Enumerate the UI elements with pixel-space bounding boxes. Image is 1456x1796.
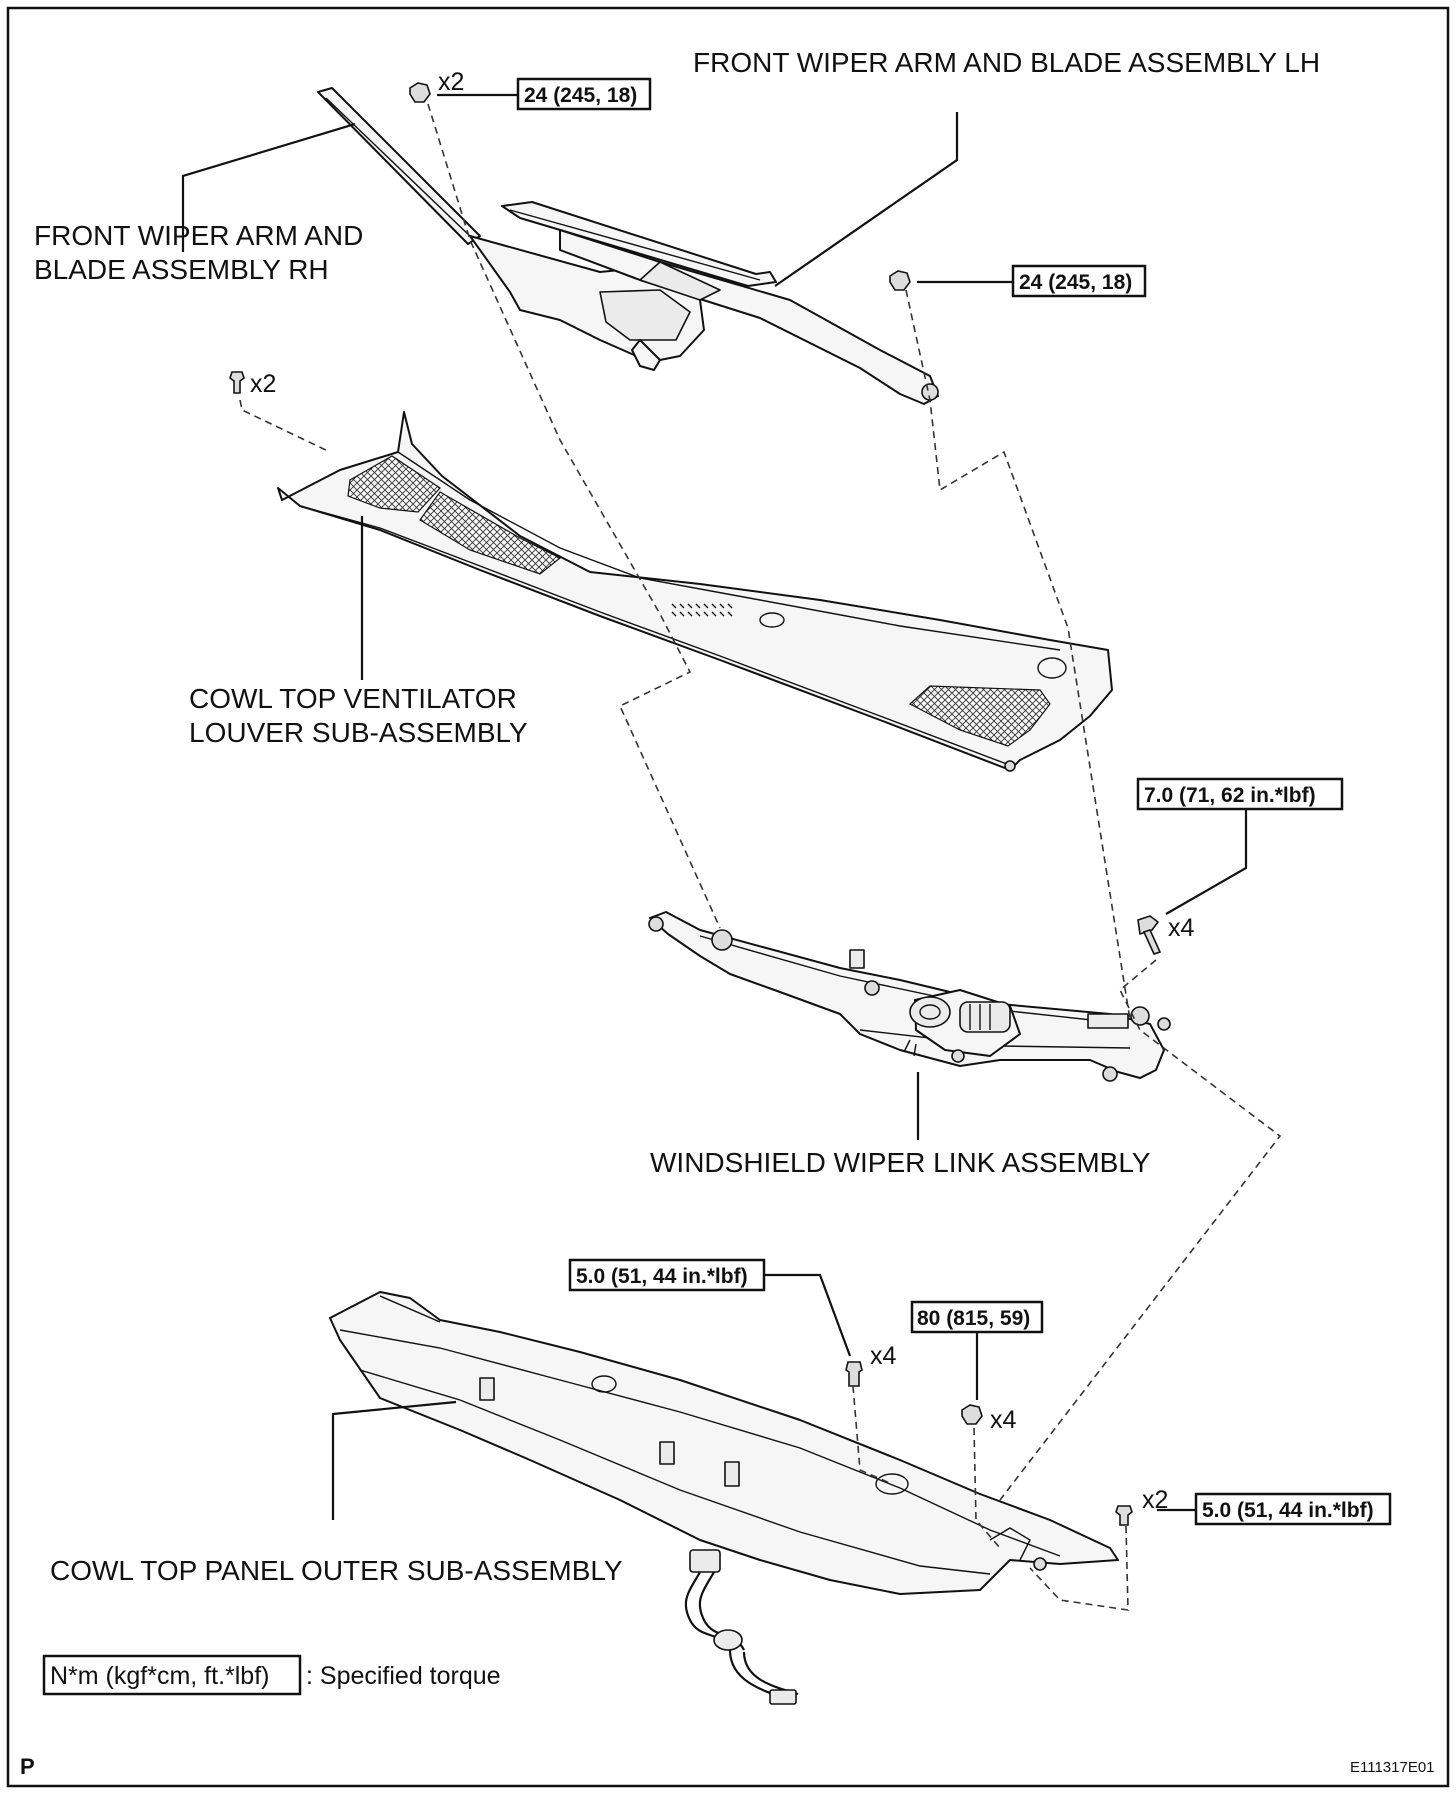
label-wiper-rh-line1: FRONT WIPER ARM AND: [34, 220, 363, 251]
wiper-link: [648, 911, 1171, 1082]
qty-wiper-nut: x2: [438, 68, 464, 96]
label-louver-line1: COWL TOP VENTILATOR: [189, 683, 517, 714]
torque-wiper-lh: 24 (245, 18): [1019, 271, 1132, 294]
torque-motor-nut: 80 (815, 59): [917, 1307, 1030, 1330]
label-wiper-rh-line2: BLADE ASSEMBLY RH: [34, 254, 329, 285]
qty-panel-bolt: x4: [870, 1342, 897, 1370]
qty-motor-nut: x4: [990, 1406, 1017, 1434]
label-louver-line2: LOUVER SUB-ASSEMBLY: [189, 717, 528, 748]
label-wiper-link: WINDSHIELD WIPER LINK ASSEMBLY: [650, 1147, 1151, 1178]
torque-side-bolt: 5.0 (51, 44 in.*lbf): [1202, 1499, 1374, 1522]
qty-side-bolt: x2: [1142, 1486, 1168, 1514]
legend-unit: N*m (kgf*cm, ft.*lbf): [50, 1662, 269, 1690]
wiper-arm-lh: [501, 201, 939, 405]
torque-box-wiper-rh: [516, 77, 652, 111]
cowl-panel: [329, 1291, 1119, 1595]
fasteners: [229, 82, 1162, 1526]
qty-link-bolt: x4: [1168, 914, 1195, 942]
label-wiper-lh: FRONT WIPER ARM AND BLADE ASSEMBLY LH: [693, 47, 1320, 78]
torque-box-panel-bolt: [568, 1258, 766, 1292]
qty-louver-clip: x2: [250, 370, 276, 398]
assembly-dashed-lines: [239, 103, 1282, 1611]
legend-unit-box: [42, 1654, 302, 1696]
torque-panel-bolt: 5.0 (51, 44 in.*lbf): [576, 1265, 748, 1288]
torque-box-side-bolt: [1194, 1492, 1392, 1526]
leader-lines: [181, 93, 1248, 1520]
corner-mark: P: [20, 1754, 35, 1779]
label-cowl-panel: COWL TOP PANEL OUTER SUB-ASSEMBLY: [50, 1555, 623, 1586]
torque-wiper-rh: 24 (245, 18): [524, 84, 637, 107]
torque-link-bolt: 7.0 (71, 62 in.*lbf): [1144, 784, 1316, 807]
torque-box-motor-nut: [910, 1300, 1044, 1334]
figure-id: E111317E01: [1350, 1759, 1435, 1776]
legend-text: : Specified torque: [306, 1662, 501, 1690]
wiper-arm-rh: [317, 87, 705, 371]
torque-box-link-bolt: [1136, 777, 1344, 811]
torque-box-wiper-lh: [1011, 264, 1147, 298]
frame-border: [6, 6, 1450, 1788]
wire-harness: [684, 1549, 799, 1705]
